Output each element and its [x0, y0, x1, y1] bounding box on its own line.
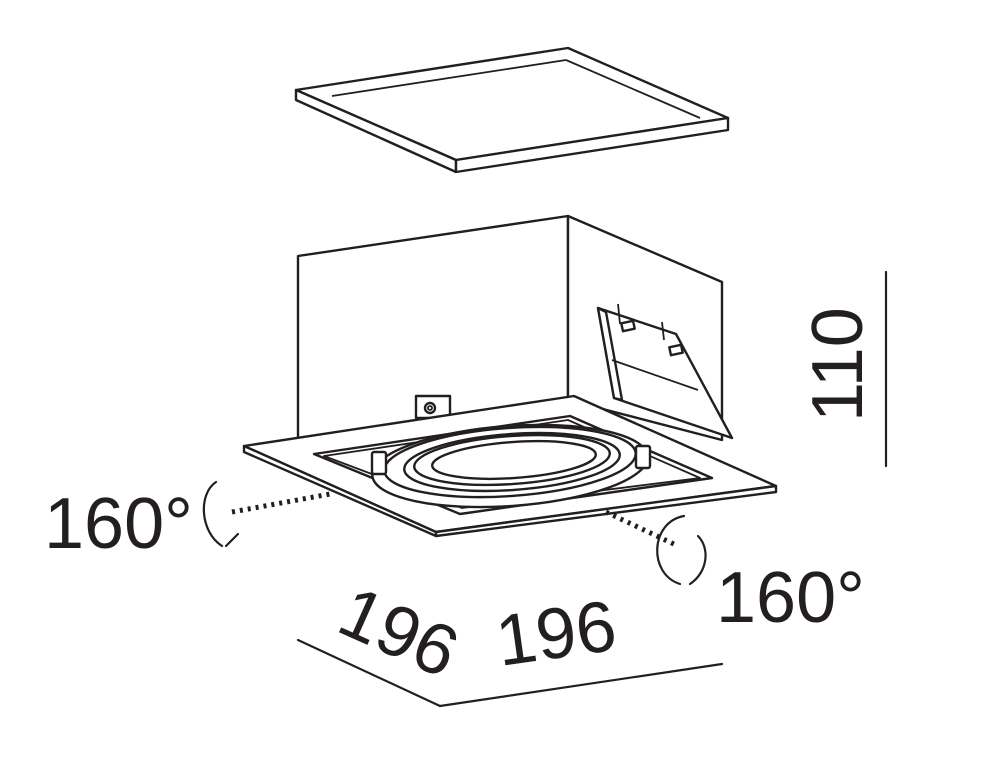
- tilt-label-right: 160°: [716, 558, 865, 638]
- tilt-label-left: 160°: [44, 484, 193, 564]
- housing-box: [296, 214, 734, 442]
- cover-plate: [294, 46, 730, 174]
- gimbal-ring: [370, 423, 652, 509]
- width-dimension-lines: [296, 638, 724, 708]
- width-label-right: 196: [491, 586, 621, 682]
- mounting-clip: [596, 303, 734, 440]
- tilt-indicator-left: [202, 480, 331, 548]
- tilt-indicator-right: [604, 509, 707, 586]
- terminal-block: [414, 394, 452, 420]
- width-label-left: 196: [327, 572, 469, 694]
- height-label: 110: [798, 307, 878, 422]
